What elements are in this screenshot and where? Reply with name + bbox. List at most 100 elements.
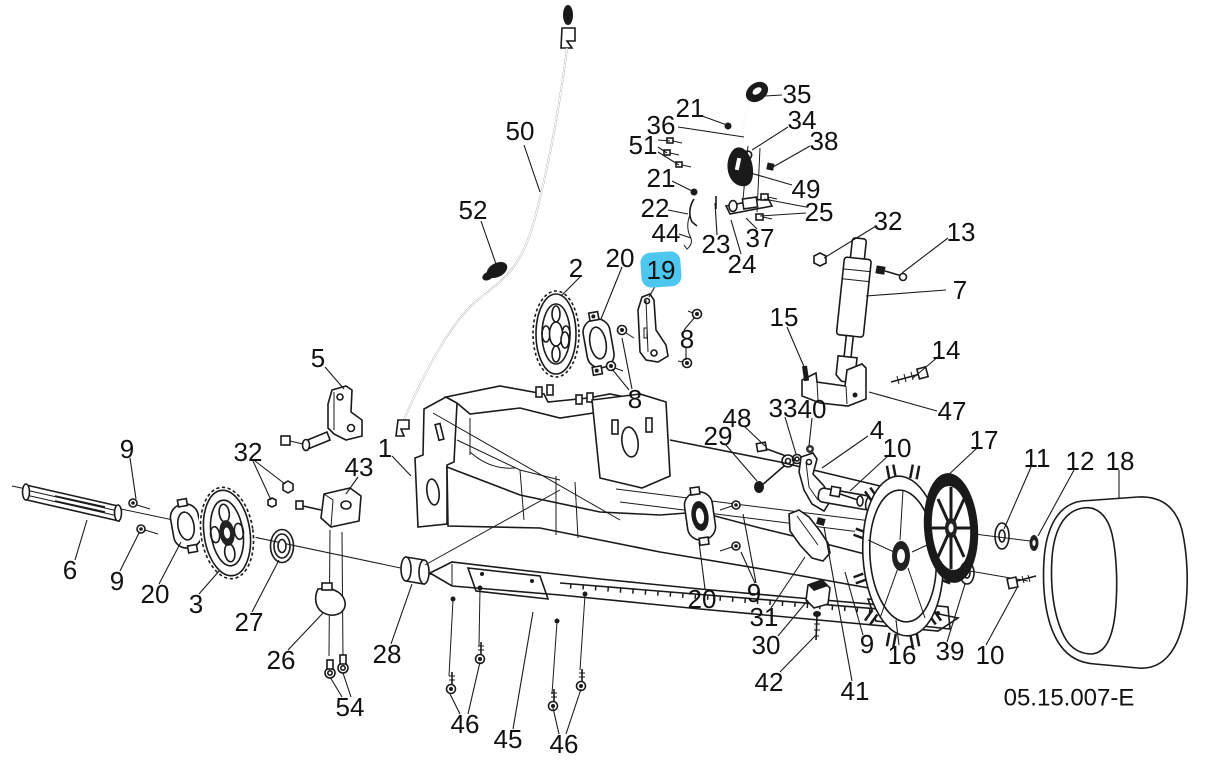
part-bracket-26	[314, 582, 346, 616]
callout-19[interactable]: 19	[647, 255, 676, 285]
callout-42[interactable]: 42	[755, 667, 784, 697]
callout-10[interactable]: 10	[976, 640, 1005, 670]
callout-14[interactable]: 14	[932, 335, 961, 365]
callout-30[interactable]: 30	[752, 630, 781, 660]
part-bracket-47	[801, 363, 867, 407]
callout-20[interactable]: 20	[688, 584, 717, 614]
callout-33[interactable]: 33	[769, 393, 798, 423]
callout-45[interactable]: 45	[494, 724, 523, 754]
part-plate-20-top	[582, 310, 615, 377]
callout-43[interactable]: 43	[345, 452, 374, 482]
callout-21[interactable]: 21	[647, 163, 676, 193]
callout-32[interactable]: 32	[234, 437, 263, 467]
part-bolts-9-left	[128, 498, 159, 535]
callout-27[interactable]: 27	[235, 607, 264, 637]
callout-35[interactable]: 35	[783, 79, 812, 109]
callout-44[interactable]: 44	[652, 218, 681, 248]
callout-46[interactable]: 46	[550, 729, 579, 759]
part-wheel-17	[923, 473, 979, 583]
part-nut-12	[1029, 535, 1039, 551]
part-bolt-48	[755, 441, 787, 457]
callout-7[interactable]: 7	[953, 275, 967, 305]
part-arm-29	[754, 454, 795, 493]
callout-18[interactable]: 18	[1106, 446, 1135, 476]
callout-36[interactable]: 36	[647, 110, 676, 140]
callout-10[interactable]: 10	[883, 433, 912, 463]
part-nut-38	[766, 162, 775, 171]
part-bolt-14	[890, 365, 930, 385]
diagram-code: 05.15.007-E	[1004, 685, 1135, 712]
callout-17[interactable]: 17	[970, 425, 999, 455]
part-bushing-28	[400, 556, 430, 585]
callout-6[interactable]: 6	[63, 555, 77, 585]
callout-28[interactable]: 28	[373, 639, 402, 669]
callout-47[interactable]: 47	[938, 396, 967, 426]
callout-22[interactable]: 22	[641, 193, 670, 223]
callout-23[interactable]: 23	[702, 229, 731, 259]
callout-25[interactable]: 25	[805, 197, 834, 227]
callout-26[interactable]: 26	[267, 645, 296, 675]
callout-highlight	[640, 251, 682, 288]
callout-31[interactable]: 31	[750, 602, 779, 632]
part-bolts-9-axle	[719, 500, 741, 552]
part-clamp-52	[482, 261, 508, 281]
callout-5[interactable]: 5	[311, 343, 325, 373]
callout-37[interactable]: 37	[746, 223, 775, 253]
callout-20[interactable]: 20	[606, 243, 635, 273]
part-bearing-20-axle	[683, 485, 717, 547]
callout-52[interactable]: 52	[459, 195, 488, 225]
callout-50[interactable]: 50	[506, 116, 535, 146]
callout-41[interactable]: 41	[841, 676, 870, 706]
callout-9[interactable]: 9	[747, 578, 761, 608]
part-bearing-27	[269, 528, 295, 564]
callout-9[interactable]: 9	[120, 434, 134, 464]
callout-29[interactable]: 29	[704, 421, 733, 451]
part-cable-50	[395, 5, 576, 437]
part-screws-8	[605, 308, 703, 372]
part-nut-32-right	[813, 252, 827, 267]
part-pin-15	[802, 365, 810, 382]
part-bolt-42	[813, 611, 821, 641]
part-screw-21b	[690, 188, 698, 196]
part-lever-35	[740, 81, 769, 153]
callout-38[interactable]: 38	[810, 126, 839, 156]
callout-24[interactable]: 24	[728, 249, 757, 279]
callout-34[interactable]: 34	[788, 105, 817, 135]
callout-32[interactable]: 32	[874, 206, 903, 236]
leader-lines	[74, 94, 1120, 735]
callout-20[interactable]: 20	[141, 579, 170, 609]
callout-11[interactable]: 11	[1024, 443, 1051, 473]
part-gear-3	[198, 485, 256, 581]
callout-51[interactable]: 51	[629, 130, 658, 160]
callout-9[interactable]: 9	[110, 566, 124, 596]
callout-40[interactable]: 40	[798, 394, 827, 424]
part-bracket-19-highlighted	[637, 293, 669, 363]
part-bracket-5	[280, 385, 363, 452]
part-bearing-20-left	[169, 497, 203, 554]
callout-12[interactable]: 12	[1066, 446, 1095, 476]
callout-4[interactable]: 4	[870, 415, 884, 445]
part-drum-18	[1042, 496, 1188, 669]
callout-21[interactable]: 21	[676, 93, 705, 123]
part-bolt-13	[875, 265, 908, 282]
callout-16[interactable]: 16	[888, 640, 917, 670]
part-screws-46	[445, 642, 587, 712]
callout-49[interactable]: 49	[792, 174, 821, 204]
callout-9[interactable]: 9	[860, 629, 874, 659]
callout-46[interactable]: 46	[451, 709, 480, 739]
callout-2[interactable]: 2	[569, 253, 583, 283]
callout-3[interactable]: 3	[189, 589, 203, 619]
callout-1[interactable]: 1	[378, 433, 392, 463]
callout-15[interactable]: 15	[770, 302, 799, 332]
callout-8[interactable]: 8	[628, 384, 642, 414]
part-link-bar	[724, 193, 778, 221]
part-washer-39	[959, 561, 975, 585]
part-bracket-43	[295, 487, 362, 661]
callout-13[interactable]: 13	[947, 217, 976, 247]
callout-39[interactable]: 39	[936, 636, 965, 666]
callout-48[interactable]: 48	[723, 403, 752, 433]
callout-8[interactable]: 8	[680, 324, 694, 354]
callout-54[interactable]: 54	[336, 692, 365, 722]
